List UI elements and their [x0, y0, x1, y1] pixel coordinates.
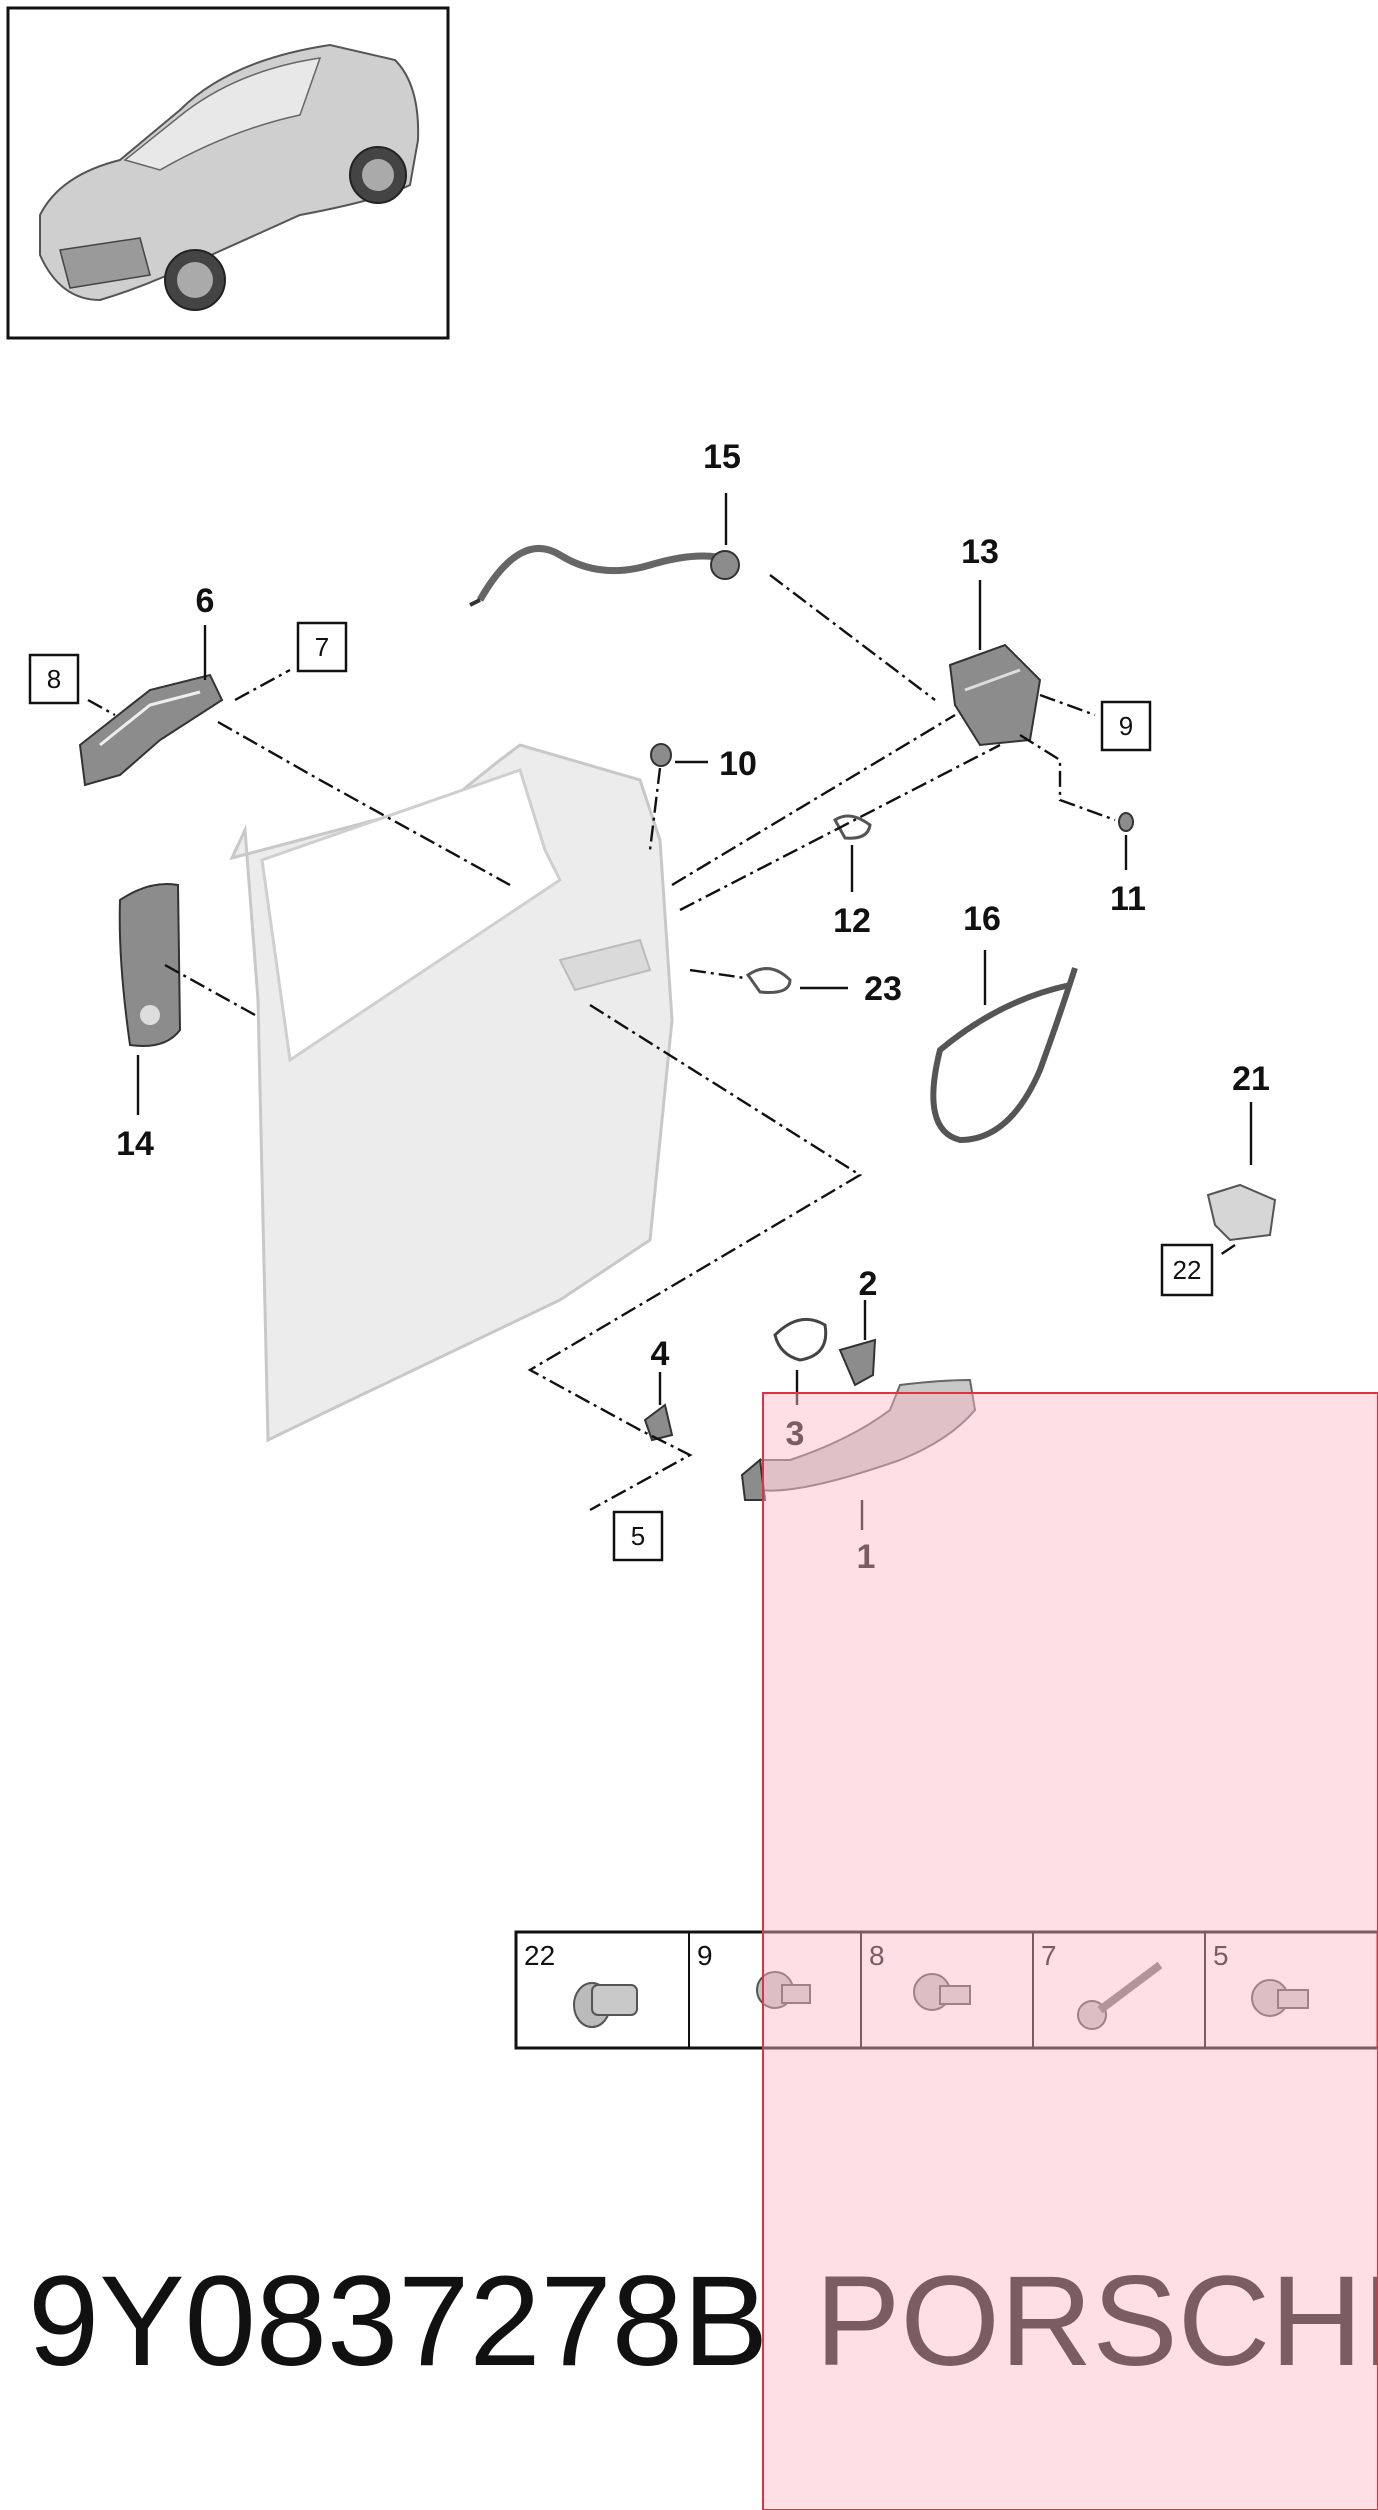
callout-23: 23	[864, 970, 902, 1008]
brand-name: PORSCHE	[815, 2250, 1378, 2393]
boxed-callout-5: 5	[631, 1521, 645, 1551]
part-1-door-handle	[740, 1378, 977, 1501]
part-2-cap	[838, 1338, 877, 1387]
part-21-striker	[1206, 1183, 1277, 1242]
part-16-bowden-cable	[930, 967, 1078, 1144]
part-13-door-lock	[948, 643, 1042, 747]
boxed-callout-9: 9	[1119, 711, 1133, 741]
leader-lines	[136, 493, 1253, 1530]
callout-21: 21	[1232, 1060, 1270, 1098]
part-10-grommet	[650, 743, 672, 767]
callout-13: 13	[961, 533, 999, 571]
table-cell-label: 5	[1213, 1940, 1229, 1971]
callout-4: 4	[651, 1335, 670, 1373]
part-4-bracket	[643, 1403, 674, 1442]
car-icon	[39, 43, 420, 311]
routing-lines	[87, 574, 1236, 1512]
table-cell-label: 22	[524, 1940, 555, 1971]
callout-10: 10	[719, 745, 757, 783]
table-cell-label: 7	[1041, 1940, 1057, 1971]
callout-labels: 15 13 6 10 11 12 16 23 14 21 2 4 3 1	[116, 438, 1270, 1576]
rear-door-shell	[229, 743, 674, 1443]
long-bolt-icon	[1077, 1961, 1163, 2030]
part-23-seal	[745, 967, 792, 994]
part-3-gasket	[773, 1317, 828, 1362]
torx-screw-icon	[756, 1971, 811, 2009]
callout-1: 1	[857, 1538, 876, 1576]
callout-3: 3	[786, 1415, 805, 1453]
boxed-callout-8: 8	[47, 664, 61, 694]
torx-screw-icon	[1251, 1979, 1309, 2017]
callout-11: 11	[1110, 880, 1146, 918]
fastener-table: 22 9 8 7 5	[514, 1930, 1378, 2050]
part-11-grommet	[1118, 812, 1134, 832]
callout-12: 12	[833, 902, 871, 940]
part-14-cover-plate	[118, 883, 182, 1047]
callout-16: 16	[963, 900, 1001, 938]
part-15-cable	[469, 544, 740, 607]
highlight-overlay	[762, 1392, 1378, 2510]
flanged-rivet-icon	[573, 1982, 638, 2028]
part-6-handle-carrier	[78, 673, 224, 787]
callout-15: 15	[703, 438, 741, 476]
callout-6: 6	[196, 582, 215, 620]
table-cell-label: 8	[869, 1940, 885, 1971]
boxed-callout-22: 22	[1173, 1255, 1202, 1285]
torx-screw-icon	[913, 1973, 971, 2011]
vehicle-thumbnail	[6, 6, 450, 340]
callout-2: 2	[859, 1265, 878, 1303]
table-cell-label: 9	[697, 1940, 713, 1971]
part-number: 9Y0837278B	[28, 2250, 768, 2393]
part-12-seal	[833, 814, 872, 840]
boxed-callouts: 7 8 9 22 5	[28, 621, 1214, 1562]
callout-14: 14	[116, 1125, 154, 1163]
boxed-callout-7: 7	[315, 632, 329, 662]
